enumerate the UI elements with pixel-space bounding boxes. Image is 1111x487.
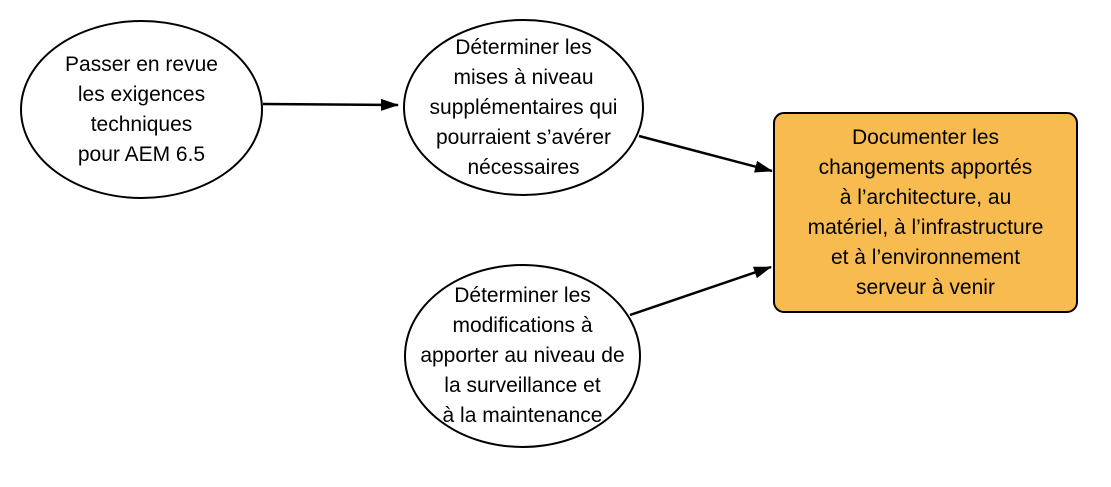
node-document-changes: Documenter les changements apportés à l’… bbox=[773, 112, 1078, 313]
node-document-changes-label: Documenter les changements apportés à l’… bbox=[807, 125, 1044, 299]
arrow-review-to-upgrades bbox=[262, 98, 399, 111]
node-determine-monitoring: Déterminer les modifications à apporter … bbox=[404, 264, 641, 448]
node-review-requirements-label: Passer en revue les exigences techniques… bbox=[65, 52, 218, 166]
node-review-requirements: Passer en revue les exigences techniques… bbox=[20, 20, 263, 199]
arrow-monitoring-to-document bbox=[629, 265, 772, 317]
node-determine-monitoring-label: Déterminer les modifications à apporter … bbox=[420, 284, 625, 427]
arrow-upgrades-to-document bbox=[638, 134, 773, 173]
node-determine-upgrades: Déterminer les mises à niveau supplément… bbox=[403, 19, 644, 196]
node-determine-upgrades-label: Déterminer les mises à niveau supplément… bbox=[429, 35, 618, 179]
